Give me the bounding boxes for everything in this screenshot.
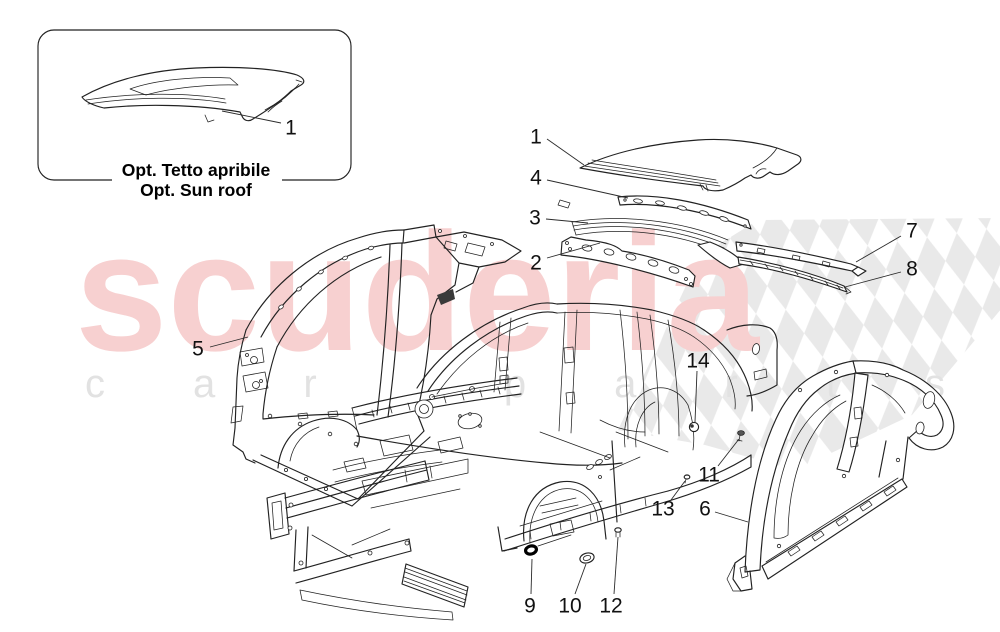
leader-line-roof-panel (546, 138, 585, 166)
brand-watermark: scuderia (75, 198, 761, 386)
front-grille (401, 563, 469, 608)
leader-line-side-trim-7 (855, 235, 902, 263)
callout-roof-panel: 1 (530, 126, 542, 149)
checkered-flag-watermark (618, 218, 1000, 470)
leader-line-roof-trim-4 (546, 179, 629, 199)
leader-line-right-frame-6 (714, 511, 749, 523)
sunroof-panel-drawing (81, 66, 305, 123)
callout-sunroof-inset: 1 (285, 117, 297, 140)
inset-caption-backing (112, 165, 282, 183)
fastener-plug-12 (614, 527, 622, 538)
inset-caption-english: Opt. Sun roof (140, 180, 252, 200)
callout-plug-10: 10 (558, 595, 581, 618)
watermark-layer: scuderia car parts (75, 198, 1000, 470)
roof-trim-part-4 (617, 195, 752, 230)
header-rail-part-2 (560, 236, 696, 288)
leader-line-plug-10 (574, 563, 587, 595)
callout-left-frame-5: 5 (192, 338, 204, 361)
callout-roof-trim-3: 3 (529, 207, 541, 230)
leader-line-left-frame-5 (209, 336, 249, 348)
callout-right-frame-6: 6 (699, 498, 711, 521)
side-trim-part-7 (735, 241, 867, 277)
fastener-plug-14 (688, 421, 700, 433)
sunroof-inset-box: Opt. Tetto apribile Opt. Sun roof (37, 29, 352, 200)
leader-line-side-trim-8 (844, 271, 902, 288)
leader-line-plug-9 (530, 558, 533, 595)
callout-plug-9: 9 (524, 595, 536, 618)
leader-line-roof-trim-3 (545, 218, 589, 224)
fastener-plug-13 (683, 474, 691, 484)
callout-roof-trim-4: 4 (530, 167, 542, 190)
leader-line-plug-13 (670, 480, 686, 501)
leader-line-plug-14 (694, 370, 698, 423)
leader-line-sunroof-inset (221, 110, 282, 124)
fastener-plug-10 (579, 552, 595, 564)
callout-plug-11: 11 (698, 464, 720, 487)
side-trim-part-8 (737, 256, 852, 295)
roof-trim-part-3 (571, 218, 745, 269)
callout-side-trim-7: 7 (906, 220, 918, 243)
right-side-frame-part-6 (726, 360, 955, 592)
leader-line-plug-12 (613, 536, 619, 595)
callout-plug-14: 14 (686, 350, 710, 373)
central-bodywork (266, 302, 778, 621)
roof-panel-part-1 (557, 138, 802, 209)
callout-plug-13: 13 (651, 498, 674, 521)
leader-line-header-rail-2 (546, 242, 601, 259)
fastener-plug-9 (523, 534, 572, 556)
callout-header-rail-2: 2 (530, 252, 542, 275)
leader-line-plug-11 (717, 438, 740, 467)
callout-side-trim-8: 8 (906, 258, 918, 281)
callout-plug-12: 12 (599, 595, 622, 618)
inset-caption-italian: Opt. Tetto apribile (122, 160, 271, 180)
